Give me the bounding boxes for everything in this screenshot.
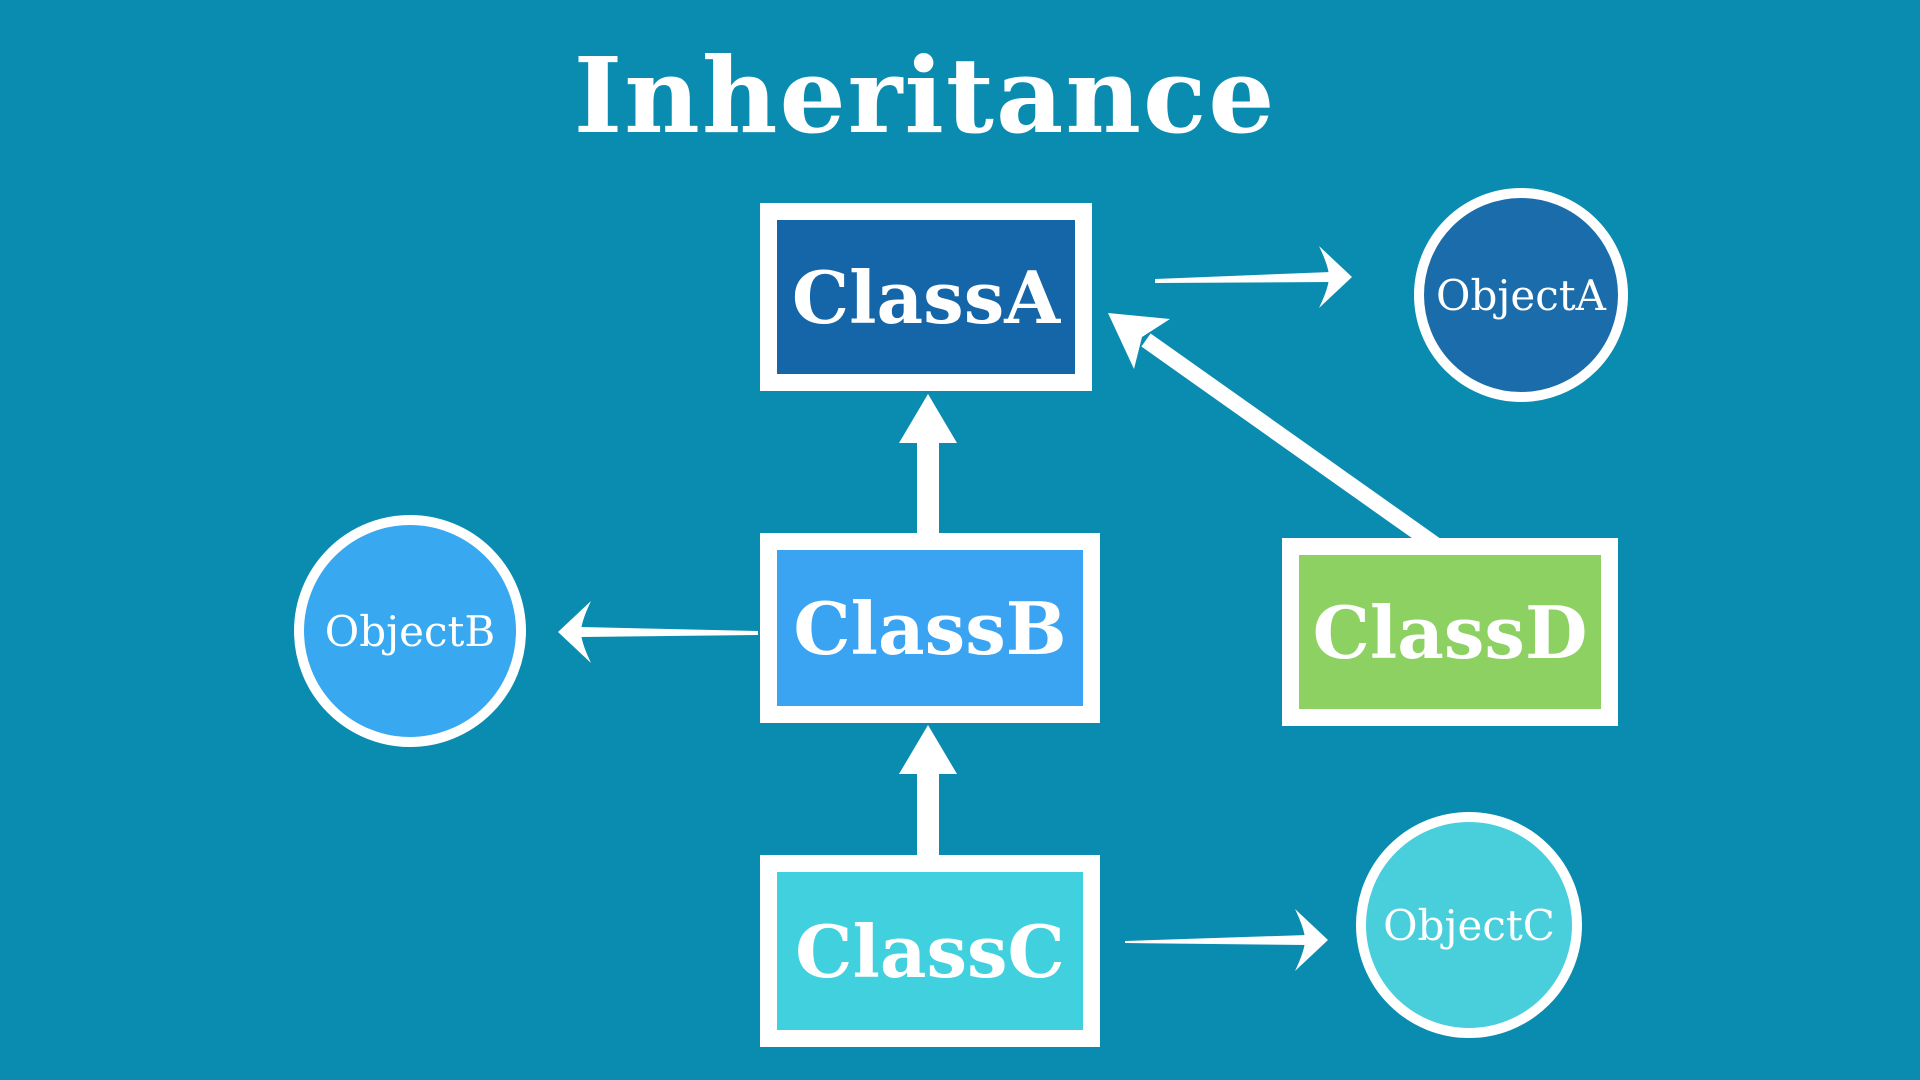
object-a-node: ObjectA bbox=[1414, 188, 1628, 402]
class-a-label: ClassA bbox=[791, 254, 1061, 340]
class-d-label: ClassD bbox=[1312, 589, 1588, 675]
diagram-title: Inheritance bbox=[573, 34, 1277, 157]
arrow-classb-to-classa bbox=[899, 394, 957, 533]
object-b-label: ObjectB bbox=[324, 606, 496, 656]
object-b-node: ObjectB bbox=[294, 515, 526, 747]
class-b-label: ClassB bbox=[793, 585, 1067, 671]
arrow-classb-to-objectb bbox=[558, 601, 758, 663]
class-d-node: ClassD bbox=[1282, 538, 1618, 726]
object-a-label: ObjectA bbox=[1436, 270, 1606, 320]
class-a-node: ClassA bbox=[760, 203, 1092, 391]
arrow-classc-to-classb bbox=[899, 725, 957, 858]
object-c-node: ObjectC bbox=[1356, 812, 1582, 1038]
class-c-node: ClassC bbox=[760, 855, 1100, 1047]
arrow-classc-to-objectc bbox=[1125, 909, 1328, 971]
arrow-classa-to-objecta bbox=[1155, 246, 1352, 308]
class-c-label: ClassC bbox=[795, 908, 1065, 994]
object-c-label: ObjectC bbox=[1383, 900, 1555, 950]
class-b-node: ClassB bbox=[760, 533, 1100, 723]
arrow-classd-to-classa bbox=[1108, 313, 1442, 553]
